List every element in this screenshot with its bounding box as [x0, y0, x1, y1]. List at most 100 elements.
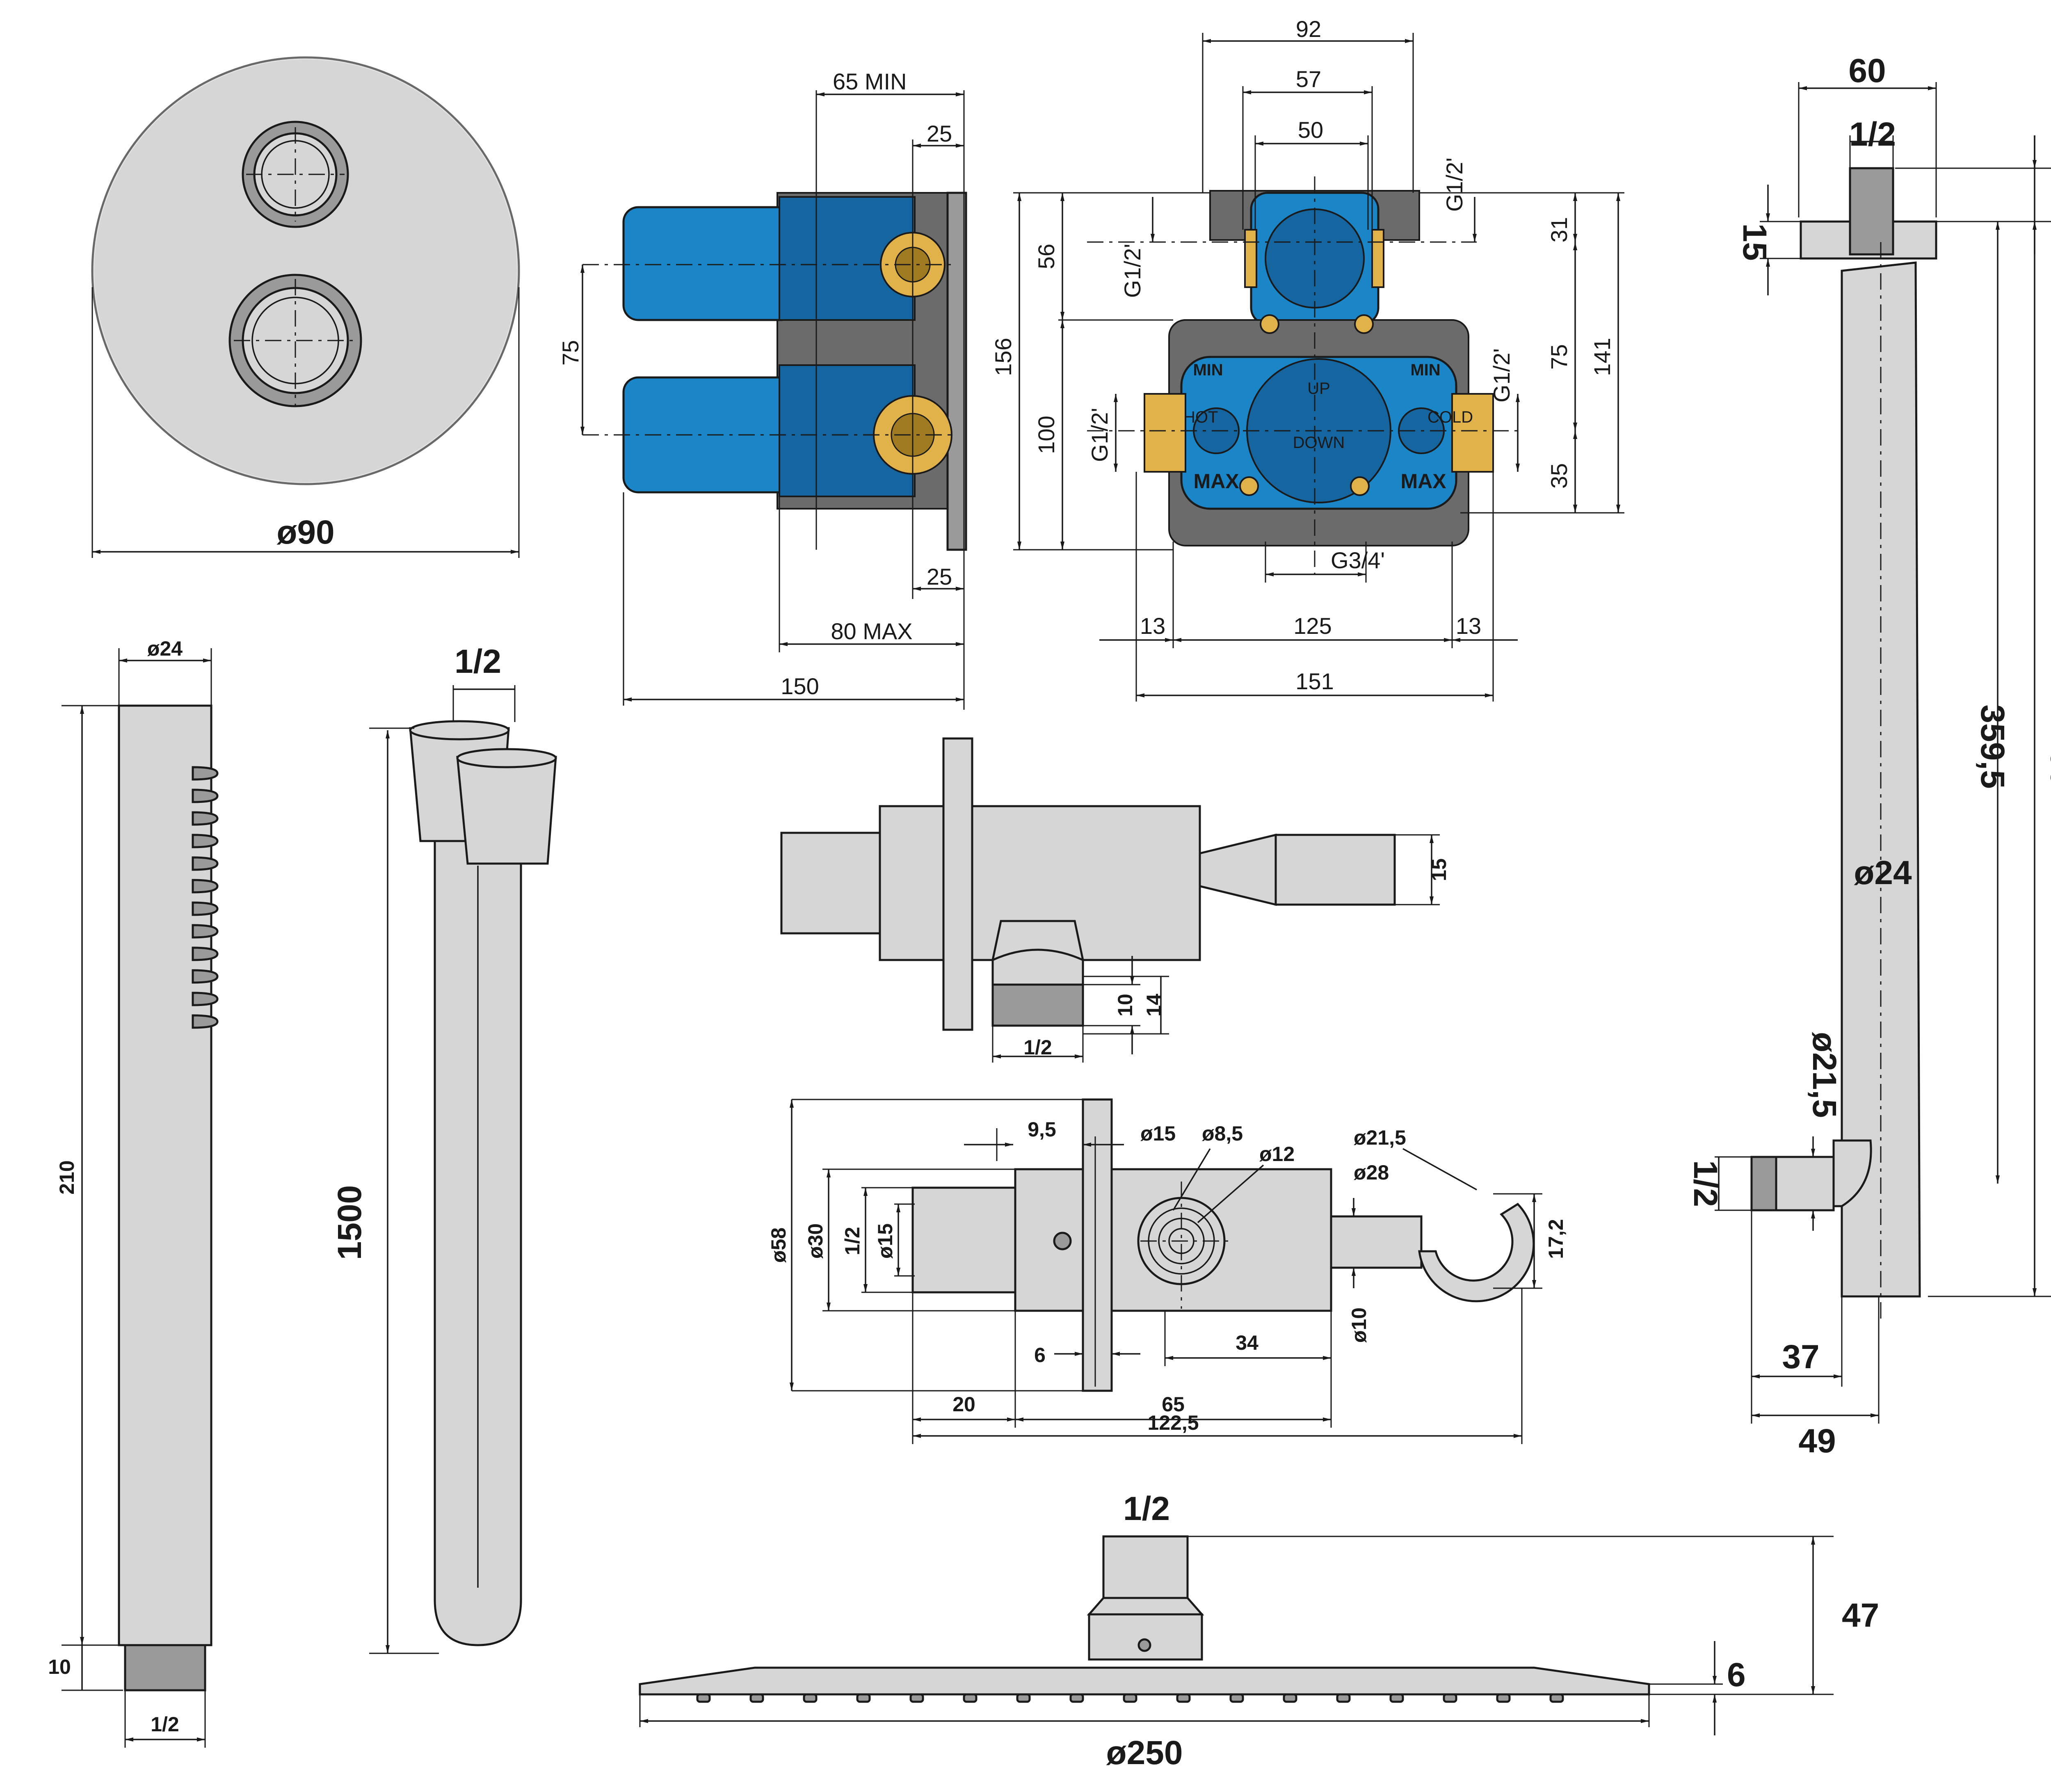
- head-thread-label: 1/2: [1123, 1490, 1170, 1527]
- dim-75-label: 75: [1546, 344, 1572, 370]
- hand-thread-len-label: 10: [48, 1655, 71, 1678]
- cold-inlet: [1451, 393, 1494, 473]
- dim-125-label: 125: [1293, 613, 1332, 639]
- plan-d28-label: ø28: [1354, 1161, 1389, 1184]
- plan-9-5-label: 9,5: [1028, 1118, 1056, 1141]
- min-label-left: MIN: [1193, 361, 1223, 379]
- plan-dim-34-label: 34: [1236, 1331, 1258, 1354]
- dim-141-label: 141: [1589, 338, 1615, 376]
- arm-dim-359-5-label: 359,5: [1974, 704, 2011, 789]
- dim-35-label: 35: [1546, 463, 1572, 489]
- hand-length-label: 210: [55, 1160, 78, 1194]
- dim-56-label: 56: [1033, 244, 1059, 269]
- hand-diameter-label: ø24: [147, 637, 183, 660]
- trim-diameter-label: ø90: [276, 514, 334, 551]
- plan-dim-122-5-label: 122,5: [1147, 1411, 1199, 1434]
- arm-dim-37-label: 37: [1782, 1338, 1819, 1376]
- plan-d15b-label: ø15: [874, 1223, 897, 1259]
- cold-label: COLD: [1427, 408, 1473, 426]
- plan-d8-5-label: ø8,5: [1202, 1122, 1243, 1145]
- wall-outlet-plan-view: 9,5 ø15 ø8,5 ø12 ø21,5 ø28 ø58 ø30 1/2 ø…: [767, 1098, 1567, 1444]
- outlet-wall-flange: [942, 737, 973, 1031]
- dim-31-label: 31: [1546, 217, 1572, 242]
- wall-outlet-side-view: 15 10 14 1/2: [780, 737, 1450, 1063]
- plan-d15a-label: ø15: [1140, 1122, 1176, 1145]
- head-plate-label: 6: [1727, 1656, 1746, 1694]
- outlet-thread-stub: [780, 832, 881, 935]
- side-dim-10-label: 10: [1114, 994, 1137, 1017]
- plan-dim-20-label: 20: [952, 1393, 975, 1416]
- width-92-label: 92: [1296, 16, 1321, 42]
- plan-wall-flange: [1082, 1098, 1113, 1392]
- hose-view: 1/2 1500: [331, 643, 557, 1654]
- dim-100-label: 100: [1033, 416, 1059, 454]
- head-diameter-label: ø250: [1106, 1734, 1183, 1771]
- lower-knob: [228, 274, 362, 407]
- dim-13-right-label: 13: [1456, 613, 1481, 639]
- port-left-label: G1/2': [1087, 408, 1112, 462]
- plan-dim-6-label: 6: [1034, 1344, 1046, 1367]
- head-shower-view: 1/2 47 6 ø250: [639, 1490, 1879, 1771]
- dim-13-left-label: 13: [1140, 613, 1165, 639]
- max-label-left: MAX: [1193, 470, 1239, 493]
- port-top-right-label: G1/2': [1441, 158, 1467, 212]
- hose-thread-label: 1/2: [455, 643, 501, 680]
- plan-holder-neck: [1330, 1215, 1423, 1269]
- head-plate: [639, 1666, 1650, 1696]
- hand-shower-thread: [124, 1644, 206, 1691]
- head-thread: [1102, 1535, 1189, 1599]
- arm-top-thread: [1849, 167, 1894, 256]
- upper-knob: [242, 121, 349, 228]
- port-right-label: G1/2': [1489, 348, 1514, 402]
- trim-plate-view: ø90: [90, 55, 521, 558]
- arm-thread-side-label: 1/2: [1687, 1160, 1724, 1207]
- valve-front-view: MIN MIN MAX MAX UP DOWN HOT COLD 92 57 5…: [990, 16, 1624, 702]
- side-thread-label: 1/2: [1023, 1036, 1052, 1059]
- head-height-label: 47: [1842, 1597, 1879, 1634]
- port-spacing-label: 75: [557, 340, 583, 366]
- shower-arm-view: 60 1/2 20 15 359,5 400 ø24 ø21,5 1/2 37: [1687, 52, 2051, 1460]
- min-depth-label: 65 MIN: [833, 69, 907, 94]
- arm-thread-top-label: 1/2: [1849, 116, 1896, 153]
- plan-d21-5-label: ø21,5: [1354, 1126, 1406, 1149]
- plan-dim-17-2-label: 17,2: [1544, 1219, 1567, 1259]
- max-depth-label: 80 MAX: [831, 618, 912, 644]
- hot-inlet: [1144, 393, 1186, 473]
- width-50-label: 50: [1298, 117, 1323, 143]
- bottom-offset-label: 25: [927, 564, 952, 590]
- up-label: UP: [1307, 379, 1330, 398]
- port-bottom-label: G3/4': [1331, 547, 1385, 573]
- plan-d10-label: ø10: [1348, 1307, 1370, 1343]
- hand-thread-label: 1/2: [151, 1713, 179, 1736]
- hot-label: HOT: [1183, 408, 1218, 426]
- plan-d12-label: ø12: [1259, 1143, 1295, 1166]
- plan-d30-label: ø30: [804, 1223, 827, 1259]
- arm-dim-49-label: 49: [1798, 1422, 1836, 1460]
- plan-holder-ring: [1418, 1202, 1535, 1303]
- min-label-right: MIN: [1410, 361, 1440, 379]
- top-offset-label: 25: [927, 121, 952, 146]
- side-dim-15-label: 15: [1427, 858, 1450, 881]
- max-label-right: MAX: [1400, 470, 1446, 493]
- arm-d24-label: ø24: [1854, 854, 1912, 891]
- total-length-label: 150: [781, 673, 819, 699]
- spray-nozzles: [192, 766, 219, 1029]
- hose-length-label: 1500: [331, 1185, 368, 1260]
- width-57-label: 57: [1296, 66, 1321, 92]
- port-top-left-label: G1/2': [1119, 244, 1145, 298]
- arm-d21-5-label: ø21,5: [1806, 1032, 1843, 1118]
- plan-dim-65-label: 65: [1162, 1393, 1185, 1416]
- hand-shower-view: ø24 210 10 1/2: [48, 637, 219, 1748]
- side-dim-14-label: 14: [1142, 994, 1165, 1017]
- plan-thread-stub: [911, 1186, 1016, 1294]
- plan-d58-label: ø58: [767, 1227, 790, 1263]
- plan-thread-label: 1/2: [841, 1227, 864, 1255]
- down-label: DOWN: [1293, 434, 1345, 452]
- arm-dim-15-label: 15: [1736, 223, 1773, 261]
- head-nozzles: [696, 1693, 1564, 1703]
- valve-side-view: 65 MIN 25 25 75 80 MAX 150: [557, 69, 967, 710]
- head-swivel: [1088, 1613, 1203, 1661]
- hose-nut-front: [456, 756, 557, 865]
- dim-151-label: 151: [1295, 668, 1334, 694]
